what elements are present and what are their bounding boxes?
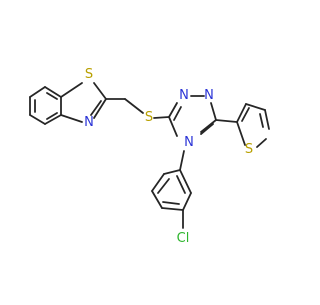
methylene-thioether-linker — [105, 98, 170, 119]
thiophene-ring — [215, 103, 270, 148]
molecule-structure-diagram: S N S N N N S Cl — [29, 67, 270, 246]
triazole-ring — [168, 95, 217, 137]
benzothiazole-benzene-ring — [29, 86, 62, 125]
chlorophenyl-ring — [151, 150, 192, 229]
sulfur-atom-thiophene: S — [245, 142, 253, 157]
benzothiazole-thiazole-ring — [60, 82, 107, 123]
nitrogen-atom-triazole-top-right: N — [204, 88, 214, 103]
nitrogen-atom-triazole-bottom: N — [184, 135, 194, 150]
nitrogen-atom-triazole-top-left: N — [179, 88, 189, 103]
nitrogen-atom-benzothiazole: N — [84, 115, 94, 130]
sulfur-atom-thioether: S — [145, 110, 153, 125]
chlorine-atom: Cl — [177, 231, 190, 246]
sulfur-atom-benzothiazole: S — [85, 67, 93, 82]
molecule-svg: S N S N N N S Cl — [29, 67, 270, 246]
